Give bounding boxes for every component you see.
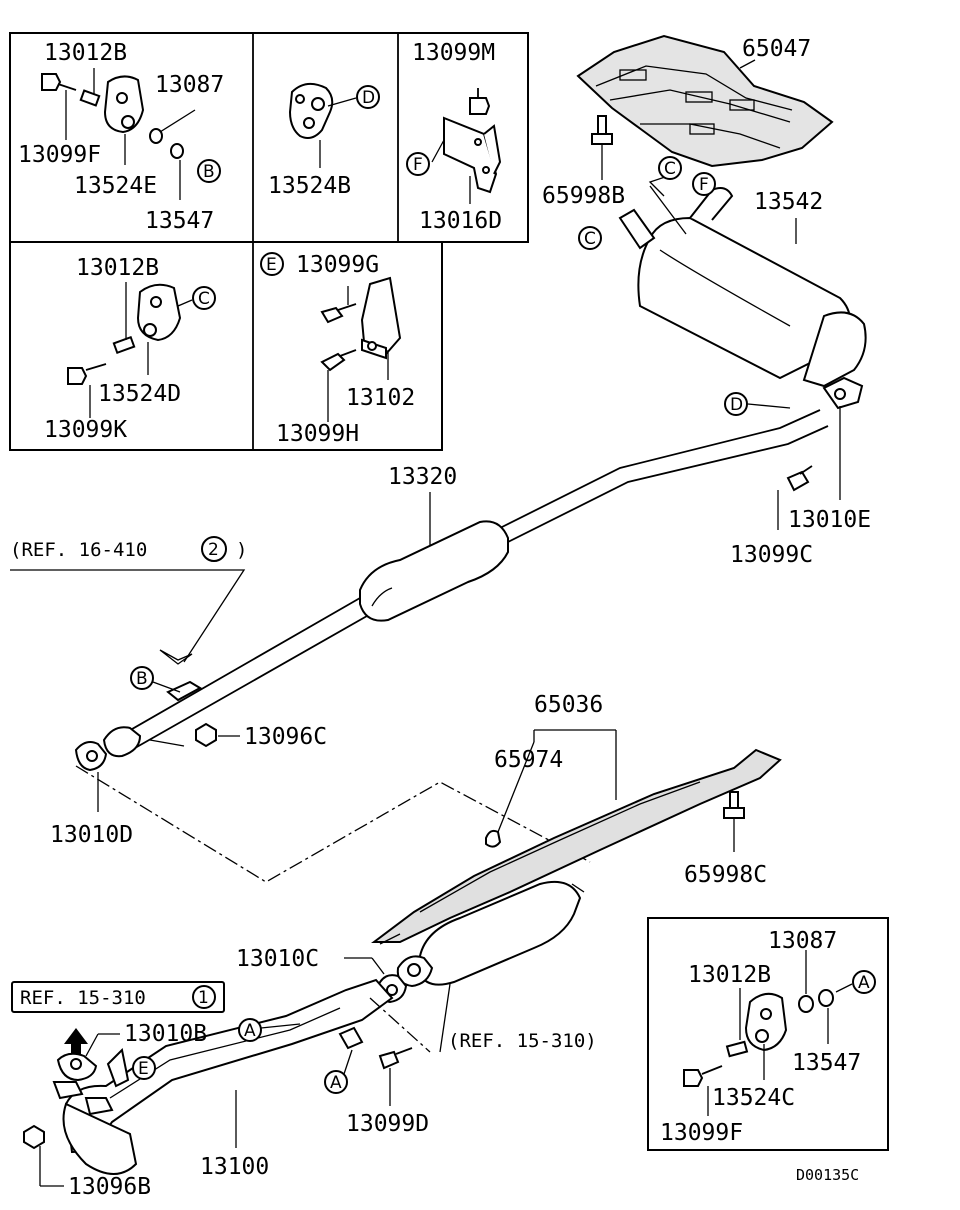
part-label-13547-box6: 13547 [792,1050,861,1076]
ref-15-310-box: REF. 15-310 1 [11,981,225,1013]
svg-text:F: F [413,155,423,175]
svg-text:E: E [138,1059,149,1079]
svg-text:A: A [244,1021,256,1041]
callout-A-front-pipe-upper: A [238,1018,262,1042]
part-label-13010D: 13010D [50,822,133,848]
callout-E-box5: E [260,252,284,276]
svg-text:A: A [858,973,870,993]
part-label-13010E: 13010E [788,507,871,533]
grommet-65974 [485,829,502,848]
part-label-13096B: 13096B [68,1174,151,1200]
part-label-13524E: 13524E [74,173,157,199]
part-label-65998B: 65998B [542,183,625,209]
part-label-13012B: 13012B [44,40,127,66]
part-label-13099G: 13099G [296,252,379,278]
part-label-13100: 13100 [200,1154,269,1180]
hanger-13524D-assembly [67,282,193,418]
hanger-13524C-assembly [683,950,853,1116]
hanger-13524B-assembly [288,82,357,168]
callout-A-front-pipe-lower: A [324,1070,348,1094]
svg-text:2: 2 [208,540,219,560]
detail-boxes-top-left [9,32,529,451]
callout-F-muffler: F [692,172,716,196]
svg-text:D: D [362,88,375,108]
svg-text:D: D [730,395,743,415]
part-label-13012B-box6: 13012B [688,962,771,988]
callout-B-box1: B [197,159,221,183]
svg-text:1: 1 [198,988,209,1008]
nut-13096C [149,722,240,748]
callout-A-box6: A [852,970,876,994]
svg-text:E: E [266,255,277,275]
svg-text:C: C [664,159,676,179]
callout-D-muffler: D [724,392,748,416]
part-label-13542: 13542 [754,189,823,215]
part-label-65974: 65974 [494,747,563,773]
bracket-13016D-assembly [431,88,502,204]
part-label-13099M: 13099M [412,40,495,66]
ref-16-410-circle: 2 [201,536,227,562]
center-pipe-13320 [102,409,829,758]
part-label-13547: 13547 [145,208,214,234]
callout-E-front-pipe: E [132,1056,156,1080]
callout-C-box4: C [192,286,216,310]
part-label-13099H: 13099H [276,421,359,447]
gasket-13010E [822,376,864,500]
bolt-13099D [378,1047,413,1106]
part-label-13012B-box4: 13012B [76,255,159,281]
catalytic-converter [396,880,585,1053]
hanger-13524E-assembly [41,68,196,200]
svg-text:C: C [198,289,210,309]
svg-text:B: B [203,162,215,182]
part-label-13099C: 13099C [730,542,813,568]
part-label-65998C: 65998C [684,862,767,888]
svg-text:A: A [330,1073,342,1093]
detail-box-bottom-right [647,917,889,1151]
part-label-13102: 13102 [346,385,415,411]
drawing-code: D00135C [796,1166,859,1184]
main-muffler-13542 [618,173,867,388]
up-arrow-icon [64,1028,88,1054]
part-label-13099K: 13099K [44,417,127,443]
callout-B-pipe: B [130,666,154,690]
part-label-13524C: 13524C [712,1085,795,1111]
callout-C-muffler-lower: C [578,226,602,250]
bracket-13102-assembly [320,276,402,422]
part-label-13524D: 13524D [98,381,181,407]
part-label-13320: 13320 [388,464,457,490]
ref-15-310-text: (REF. 15-310) [448,1030,597,1052]
callout-D-box2: D [356,85,380,109]
part-label-65036: 65036 [534,692,603,718]
bolt-13099C [777,465,813,530]
part-label-13010C: 13010C [236,946,319,972]
svg-text:C: C [584,229,596,249]
part-label-13099F: 13099F [18,142,101,168]
callout-C-muffler-upper: C [658,156,682,180]
part-label-65047: 65047 [742,36,811,62]
bolt-65998C [723,791,745,852]
part-label-13016D: 13016D [419,208,502,234]
ref-16-410-text: (REF. 16-410 [10,539,147,561]
ref-16-410-close: ) [236,539,247,561]
part-label-13524B: 13524B [268,173,351,199]
svg-text:F: F [699,175,709,195]
gasket-13010D [74,741,108,812]
heat-shield-65036 [371,729,782,945]
svg-text:REF. 15-310: REF. 15-310 [20,987,146,1009]
nut-13096B [23,1124,64,1187]
part-label-13096C: 13096C [244,724,327,750]
bolt-65998B [591,115,613,180]
heat-shield-65047 [576,34,834,168]
part-label-13099D: 13099D [346,1111,429,1137]
part-label-13087-box6: 13087 [768,928,837,954]
callout-F-box3: F [406,152,430,176]
part-label-13087: 13087 [155,72,224,98]
part-label-13010B: 13010B [124,1021,207,1047]
part-label-13099F-box6: 13099F [660,1120,743,1146]
svg-text:B: B [136,669,148,689]
